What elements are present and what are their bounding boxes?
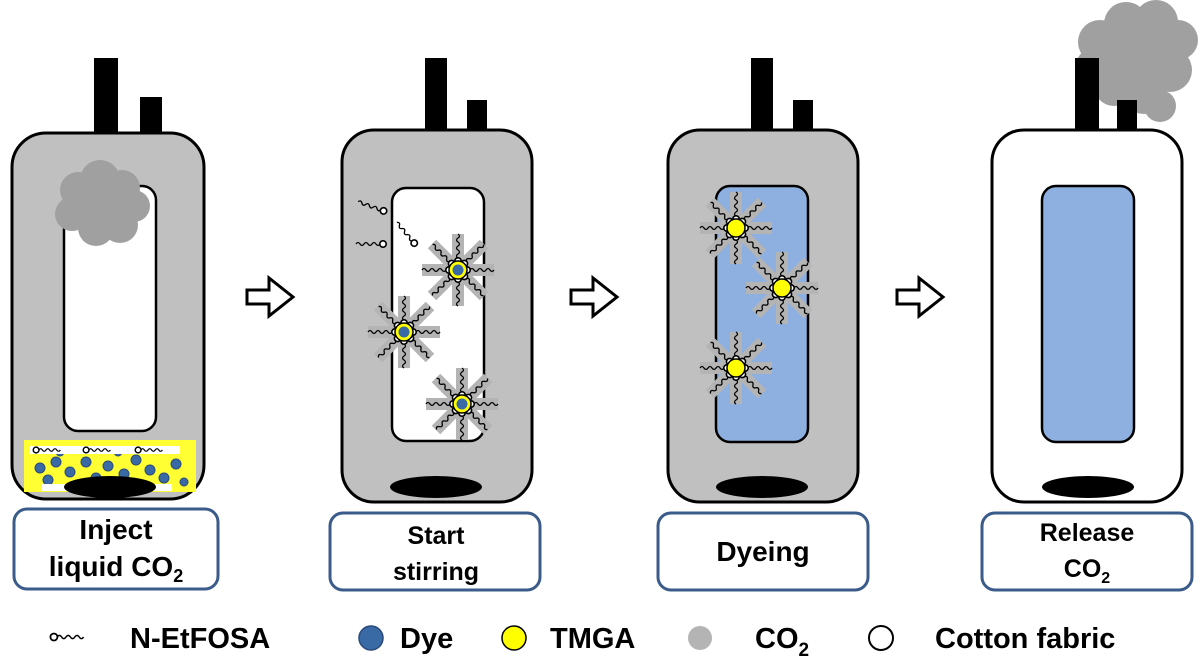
tmga-icon bbox=[501, 625, 527, 651]
co2-gas-cloud bbox=[1076, 0, 1198, 122]
step-4-label-line1: Release bbox=[1040, 519, 1135, 547]
legend-label-cotton-fabric: Cotton fabric bbox=[935, 623, 1115, 655]
step-2-label-box: Start stirring bbox=[328, 511, 542, 592]
n-etfosa-icon bbox=[49, 632, 85, 642]
arrow-right-icon bbox=[569, 274, 620, 320]
legend-label-n-etfosa: N-EtFOSA bbox=[130, 623, 270, 655]
step-4-vessel bbox=[990, 0, 1198, 504]
stirrer-bar bbox=[64, 476, 156, 498]
stirrer-bar bbox=[1042, 476, 1134, 498]
stirrer-bar bbox=[390, 476, 482, 498]
legend-label-tmga: TMGA bbox=[550, 623, 635, 655]
dyed-cotton-fabric bbox=[1040, 184, 1136, 444]
arrow-right-icon bbox=[245, 274, 296, 320]
micelle-tmga bbox=[700, 192, 772, 264]
step-2-vessel bbox=[340, 58, 534, 504]
step-3-label-line1: Dyeing bbox=[716, 536, 809, 567]
micelle-dye-tmga bbox=[426, 368, 498, 440]
co2-icon bbox=[688, 626, 712, 650]
legend: N-EtFOSA Dye TMGA CO2 Cotton fabric bbox=[49, 623, 1115, 661]
legend-label-co2: CO2 bbox=[755, 623, 809, 661]
step-1-vessel bbox=[10, 58, 206, 501]
co2-gas-cloud bbox=[55, 160, 150, 246]
cotton-fabric-icon bbox=[868, 625, 894, 651]
step-3-vessel bbox=[666, 58, 860, 504]
step-1-label-line1: Inject bbox=[79, 514, 152, 545]
dye-particles bbox=[34, 447, 189, 487]
micelle-tmga bbox=[746, 252, 818, 324]
micelle-dye-tmga bbox=[422, 234, 494, 306]
step-2-label-line1: Start bbox=[408, 522, 466, 550]
dye-icon bbox=[358, 625, 384, 651]
step-4-label-line2: CO2 bbox=[1064, 555, 1111, 587]
stirrer-bar bbox=[716, 476, 808, 498]
micelle-tmga bbox=[700, 332, 772, 404]
micelle-dye-tmga bbox=[368, 296, 440, 368]
step-2-label-line2: stirring bbox=[393, 558, 479, 586]
step-4-label-box: Release CO2 bbox=[980, 511, 1194, 592]
arrow-right-icon bbox=[895, 274, 946, 320]
step-1-label-line2: liquid CO2 bbox=[49, 551, 183, 586]
step-3-label-box: Dyeing bbox=[656, 511, 870, 592]
legend-label-dye: Dye bbox=[400, 623, 453, 655]
step-1-label-box: Inject liquid CO2 bbox=[12, 507, 220, 591]
